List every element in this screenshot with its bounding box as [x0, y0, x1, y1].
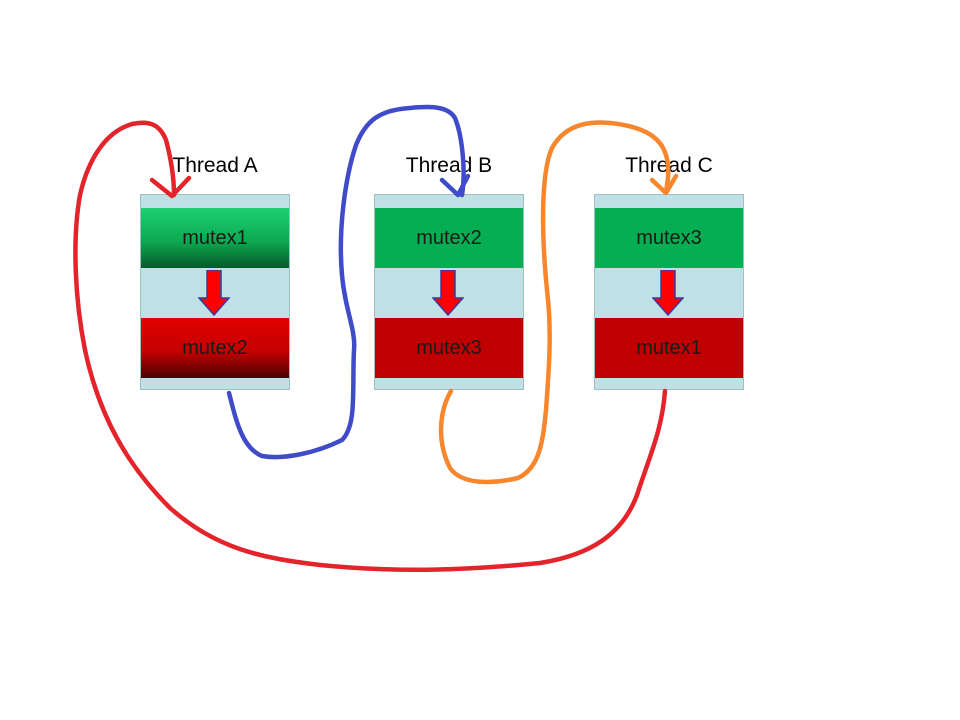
thread-c-held-lock: mutex3: [595, 208, 743, 268]
thread-b-held-lock: mutex2: [375, 208, 523, 268]
loop-b-to-c-arrowhead: [649, 173, 679, 196]
thread-b-down-arrow-icon: [432, 270, 464, 316]
thread-c-down-arrow-icon: [652, 270, 684, 316]
thread-a-wanted-lock: mutex2: [141, 318, 289, 378]
thread-b-title: Thread B: [405, 154, 493, 177]
thread-a-column: mutex1 mutex2: [140, 194, 290, 390]
thread-a-held-lock: mutex1: [141, 208, 289, 268]
thread-c-column: mutex3 mutex1: [594, 194, 744, 390]
thread-c-wanted-lock: mutex1: [595, 318, 743, 378]
thread-a-title: Thread A: [172, 154, 258, 177]
loop-a-to-b-arrowhead: [439, 173, 471, 198]
thread-b-column: mutex2 mutex3: [374, 194, 524, 390]
thread-b-wanted-lock: mutex3: [375, 318, 523, 378]
thread-a-down-arrow-icon: [198, 270, 230, 316]
thread-c-title: Thread C: [625, 154, 713, 177]
